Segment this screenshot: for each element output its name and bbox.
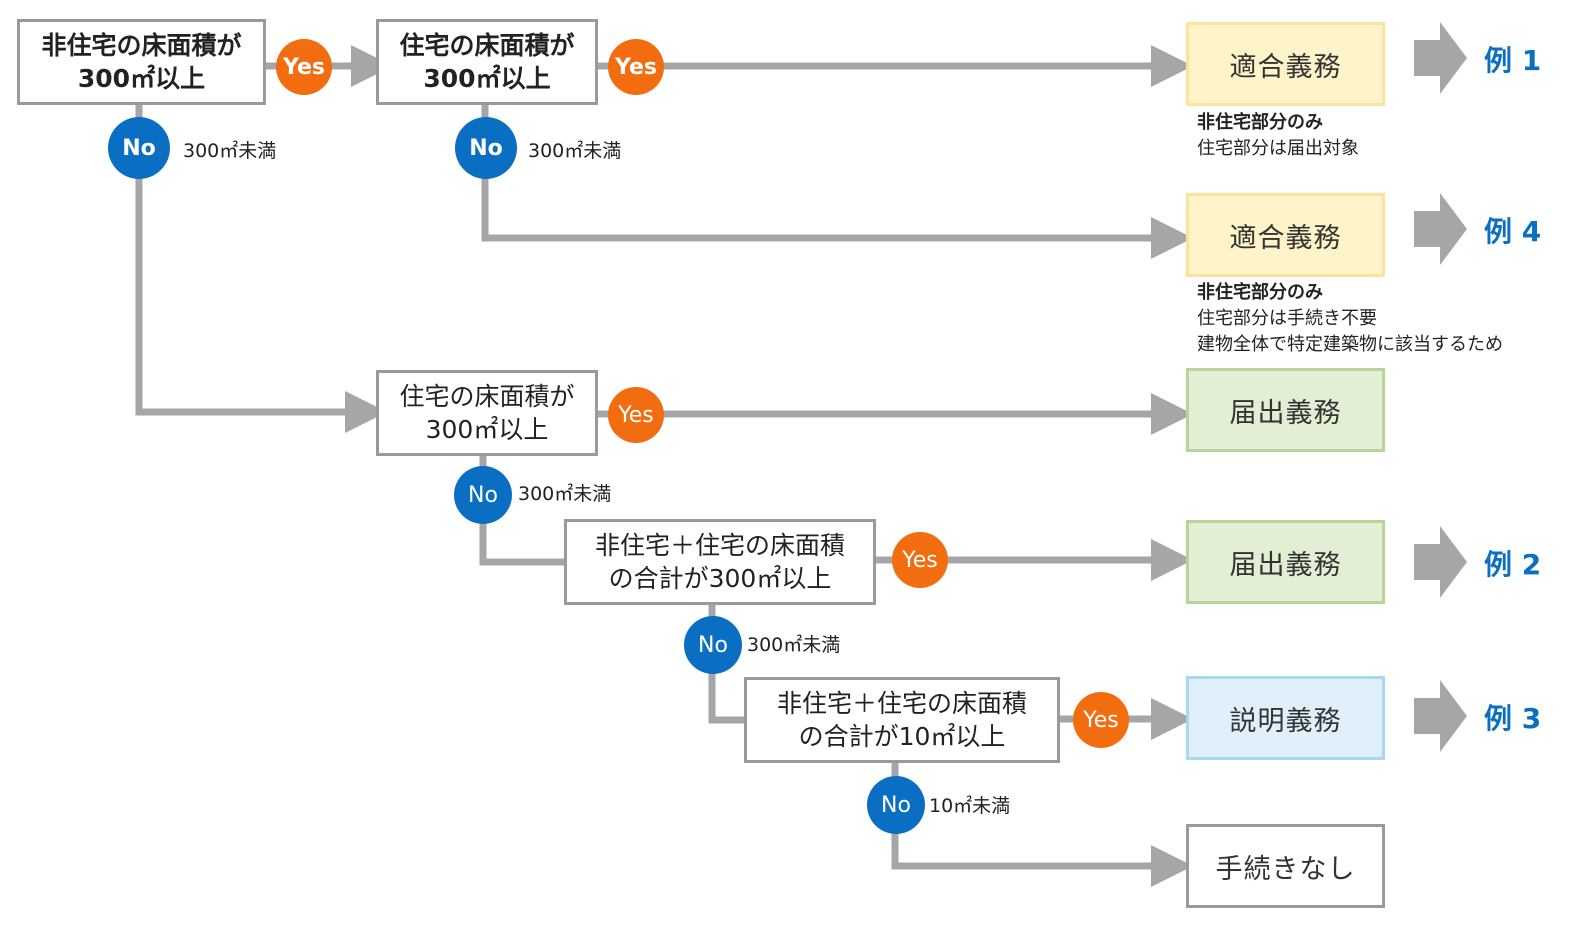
threshold-label-4: 300㎡未満 [747, 634, 841, 656]
no-badge-4: No [684, 616, 742, 674]
outcome-compliance-2: 適合義務 [1186, 193, 1385, 277]
no-badge-2: No [455, 117, 517, 179]
example-label-1: 例 1 [1484, 44, 1542, 77]
outcome-no-procedure: 手続きなし [1186, 824, 1385, 908]
note-line: 非住宅部分のみ [1197, 112, 1323, 133]
connector-d1-no [135, 104, 387, 433]
outcome-note-2: 非住宅部分のみ 住宅部分は手続き不要 建物全体で特定建築物に該当するため [1197, 280, 1503, 358]
decision-line: 300㎡以上 [425, 415, 549, 444]
threshold-label-1: 300㎡未満 [183, 140, 277, 162]
note-line: 住宅部分は届出対象 [1197, 138, 1359, 159]
decision-line: 300㎡以上 [77, 64, 206, 93]
threshold-label-3: 300㎡未満 [518, 483, 612, 505]
yes-badge-1: Yes [276, 39, 332, 95]
yes-badge-4: Yes [892, 532, 948, 588]
decision-line: の合計が300㎡以上 [608, 564, 832, 593]
outcome-notification-1: 届出義務 [1186, 368, 1385, 452]
no-badge-3: No [454, 466, 512, 524]
no-badge-5: No [867, 776, 925, 834]
yes-badge-3: Yes [608, 387, 664, 443]
decision-line: 非住宅＋住宅の床面積 [776, 689, 1027, 718]
decision-line: 住宅の床面積が [399, 382, 575, 411]
yes-badge-2: Yes [608, 39, 664, 95]
example-label-4: 例 4 [1484, 215, 1542, 248]
example-arrow-4 [1414, 193, 1467, 265]
outcome-notification-2: 届出義務 [1186, 520, 1385, 604]
decision-residential-300-b: 住宅の床面積が 300㎡以上 [376, 370, 598, 456]
decision-nonresidential-300: 非住宅の床面積が 300㎡以上 [17, 19, 266, 105]
outcome-note-1: 非住宅部分のみ 住宅部分は届出対象 [1197, 110, 1359, 162]
decision-line: 住宅の床面積が [399, 31, 575, 60]
example-arrow-2 [1414, 526, 1467, 598]
decision-line: の合計が10㎡以上 [798, 722, 1006, 751]
yes-badge-5: Yes [1073, 692, 1129, 748]
example-label-2: 例 2 [1484, 548, 1542, 581]
outcome-explanation: 説明義務 [1186, 676, 1385, 760]
example-label-3: 例 3 [1484, 702, 1542, 735]
threshold-label-5: 10㎡未満 [929, 795, 1011, 817]
decision-line: 300㎡以上 [423, 64, 551, 93]
decision-residential-300-a: 住宅の床面積が 300㎡以上 [376, 19, 598, 105]
decision-total-10: 非住宅＋住宅の床面積 の合計が10㎡以上 [744, 677, 1060, 763]
note-line: 建物全体で特定建築物に該当するため [1197, 334, 1503, 355]
outcome-compliance-1: 適合義務 [1186, 22, 1385, 106]
note-line: 住宅部分は手続き不要 [1197, 308, 1377, 329]
threshold-label-2: 300㎡未満 [528, 140, 622, 162]
decision-line: 非住宅＋住宅の床面積 [594, 531, 845, 560]
decision-line: 非住宅の床面積が [41, 31, 242, 60]
example-arrow-3 [1414, 680, 1467, 752]
note-line: 非住宅部分のみ [1197, 282, 1323, 303]
example-arrow-1 [1414, 22, 1467, 94]
decision-total-300: 非住宅＋住宅の床面積 の合計が300㎡以上 [564, 519, 876, 605]
connector-d2-no [481, 104, 1193, 259]
no-badge-1: No [108, 117, 170, 179]
